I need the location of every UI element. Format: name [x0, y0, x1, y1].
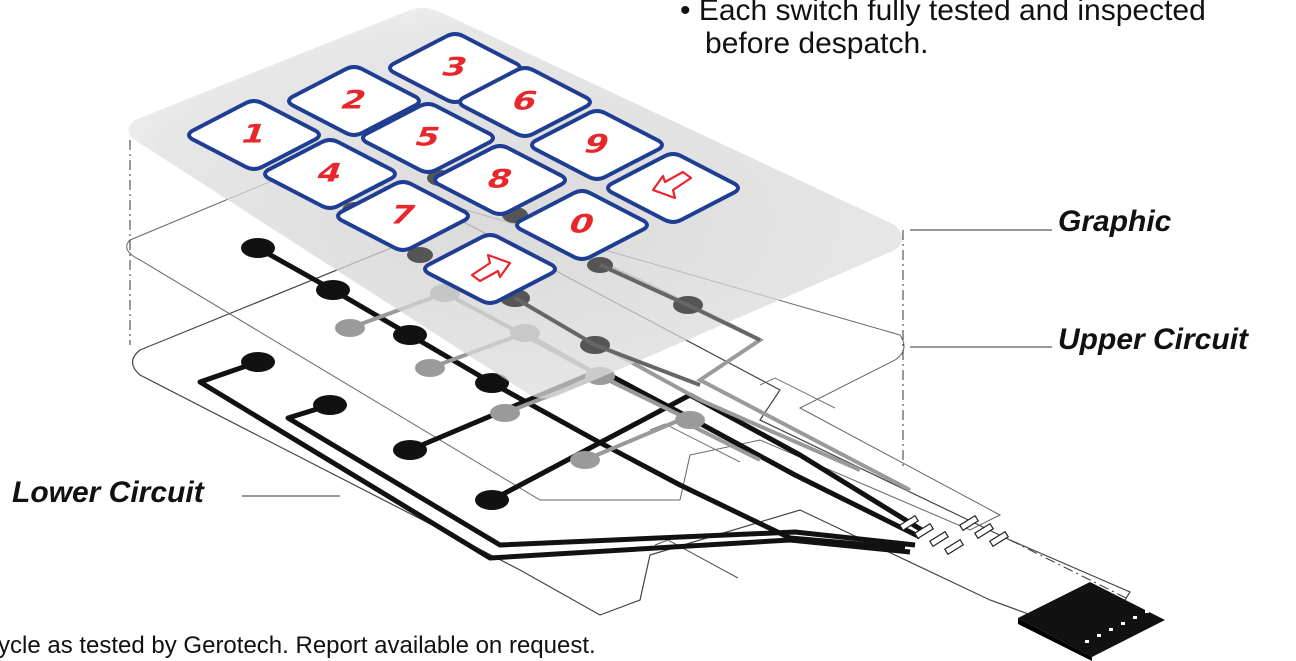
key-down [606, 152, 740, 224]
tail-contacts [898, 514, 1010, 556]
bullet-note: • Each switch fully tested and inspected… [680, 0, 1206, 60]
lower-circuit-dots [241, 238, 509, 510]
bullet-line-2: before despatch. [705, 27, 929, 60]
bullet-line-1: • Each switch fully tested and inspected [680, 0, 1206, 27]
graphic-label: Graphic [1058, 205, 1172, 238]
lower-circuit-label: Lower Circuit [12, 476, 206, 509]
key-up [423, 233, 557, 305]
footer-note: ycle as tested by Gerotech. Report avail… [0, 632, 596, 659]
lower-circuit-traces [197, 245, 927, 561]
upper-circuit-label: Upper Circuit [1058, 323, 1250, 356]
upper-tail-slot [759, 377, 836, 409]
key-4: 4 [263, 138, 397, 210]
key-6: 6 [458, 66, 592, 138]
key-1: 1 [187, 99, 321, 171]
key-9: 9 [530, 109, 664, 181]
connector-icon [1018, 582, 1165, 661]
key-7: 7 [336, 180, 470, 252]
upper-tail-slot-2 [649, 423, 741, 463]
arrow-down-icon [651, 170, 693, 200]
key-0: 0 [515, 189, 649, 261]
key-2: 2 [287, 65, 421, 137]
key-5: 5 [361, 102, 495, 174]
arrow-up-icon [470, 253, 512, 283]
graphic-traces [513, 263, 761, 387]
label-leaders [242, 229, 1052, 497]
upper-circuit-layer [126, 164, 1002, 531]
key-8: 8 [433, 144, 567, 216]
alignment-guides [129, 140, 1131, 601]
